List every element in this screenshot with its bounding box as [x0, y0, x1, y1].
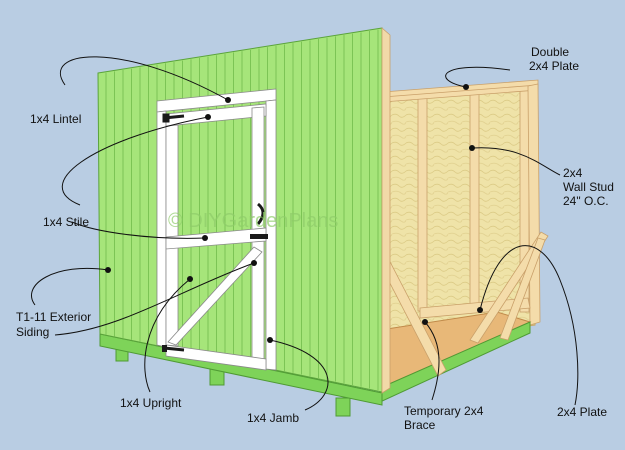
label-siding-line2: Siding: [16, 325, 49, 339]
watermark: © DIYGardenPlans: [168, 210, 338, 232]
label-wall-stud-line3: 24" O.C.: [563, 194, 609, 208]
label-double-plate-line2: 2x4 Plate: [529, 59, 579, 73]
label-temp-brace-line1: Temporary 2x4: [404, 404, 484, 418]
upright: [167, 246, 263, 346]
label-upright: 1x4 Upright: [120, 396, 182, 410]
label-wall-stud-line2: Wall Stud: [563, 180, 614, 194]
label-lintel: 1x4 Lintel: [30, 112, 81, 126]
temporary-braces: [378, 231, 549, 377]
label-wall-stud-line1: 2x4: [563, 166, 583, 180]
label-jamb: 1x4 Jamb: [247, 411, 299, 425]
jamb: [265, 99, 277, 371]
leader-lines: [31, 56, 579, 411]
skid: [335, 397, 351, 417]
labels: 1x4 Lintel 1x4 Stile T1-11 Exterior Sidi…: [16, 45, 614, 432]
label-plate: 2x4 Plate: [557, 405, 607, 419]
label-siding-line1: T1-11 Exterior: [16, 310, 91, 324]
door-hinges: [162, 113, 185, 352]
label-temp-brace-line2: Brace: [404, 418, 436, 432]
door-latch: [250, 202, 268, 239]
label-stile: 1x4 Stile: [43, 215, 89, 229]
label-double-plate-line1: Double: [531, 45, 569, 59]
back-wall: [382, 79, 541, 346]
stile: [165, 227, 267, 250]
